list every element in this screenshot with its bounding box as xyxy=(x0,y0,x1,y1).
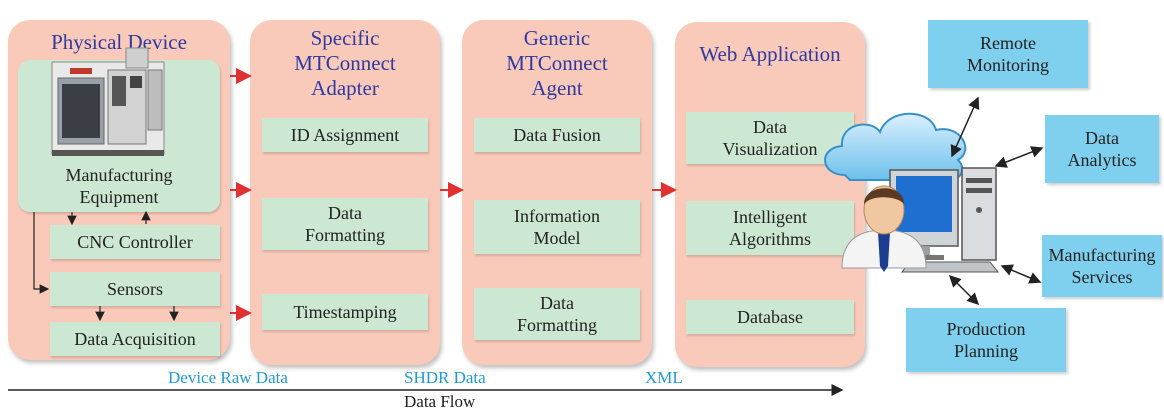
adapter-data-formatting-label: Data Formatting xyxy=(305,203,385,245)
arrow-equipment-to-sensors xyxy=(33,212,50,294)
timestamping-box: Timestamping xyxy=(262,294,428,330)
adapter-title: Specific MTConnect Adapter xyxy=(294,26,396,100)
intelligent-algorithms-box: Intelligent Algorithms xyxy=(686,201,854,255)
agent-title: Generic MTConnect Agent xyxy=(506,26,608,100)
web-application-title: Web Application xyxy=(699,42,841,66)
data-acquisition-label: Data Acquisition xyxy=(74,329,196,349)
arrow-manufacturing-services xyxy=(1000,264,1042,284)
arrow-production-planning xyxy=(948,274,980,306)
sensors-label: Sensors xyxy=(106,279,163,299)
information-model-label: Information Model xyxy=(514,206,600,248)
production-planning-label: Production Planning xyxy=(946,319,1026,361)
sensors-box: Sensors xyxy=(50,272,220,306)
cnc-machine-icon xyxy=(51,47,165,156)
timestamping-label: Timestamping xyxy=(293,302,397,322)
xml-label: XML xyxy=(645,368,683,387)
agent-data-formatting-box: Data Formatting xyxy=(474,288,640,340)
cnc-controller-label: CNC Controller xyxy=(77,232,193,252)
data-fusion-label: Data Fusion xyxy=(513,125,601,145)
data-analytics-label: Data Analytics xyxy=(1067,128,1137,170)
data-visualization-label: Data Visualization xyxy=(722,117,818,159)
data-fusion-box: Data Fusion xyxy=(474,118,640,152)
agent-data-formatting-label: Data Formatting xyxy=(517,293,597,335)
manufacturing-services-box: Manufacturing Services xyxy=(1042,235,1162,297)
database-box: Database xyxy=(686,300,854,334)
manufacturing-services-label: Manufacturing Services xyxy=(1048,245,1156,287)
data-analytics-box: Data Analytics xyxy=(1045,115,1159,183)
remote-monitoring-label: Remote Monitoring xyxy=(966,33,1049,75)
arrow-remote-monitoring xyxy=(950,96,980,158)
cnc-controller-box: CNC Controller xyxy=(50,225,220,259)
physical-device-title: Physical Device xyxy=(51,30,187,54)
data-flow-caption: Data Flow xyxy=(404,392,476,411)
intelligent-algorithms-label: Intelligent Algorithms xyxy=(728,207,811,249)
id-assignment-box: ID Assignment xyxy=(262,118,428,152)
cloud-icon xyxy=(824,112,967,183)
shdr-data-label: SHDR Data xyxy=(404,368,486,387)
production-planning-box: Production Planning xyxy=(906,308,1066,372)
data-acquisition-box: Data Acquisition xyxy=(50,322,220,356)
device-raw-data-label: Device Raw Data xyxy=(168,368,288,387)
arrow-data-analytics xyxy=(994,146,1044,168)
information-model-box: Information Model xyxy=(474,200,640,254)
database-label: Database xyxy=(737,307,803,327)
manufacturing-equipment-label: Manufacturing Equipment xyxy=(65,165,173,207)
remote-monitoring-box: Remote Monitoring xyxy=(928,20,1088,88)
id-assignment-label: ID Assignment xyxy=(290,125,400,145)
adapter-data-formatting-box: Data Formatting xyxy=(262,198,428,250)
user-icon xyxy=(841,185,927,272)
